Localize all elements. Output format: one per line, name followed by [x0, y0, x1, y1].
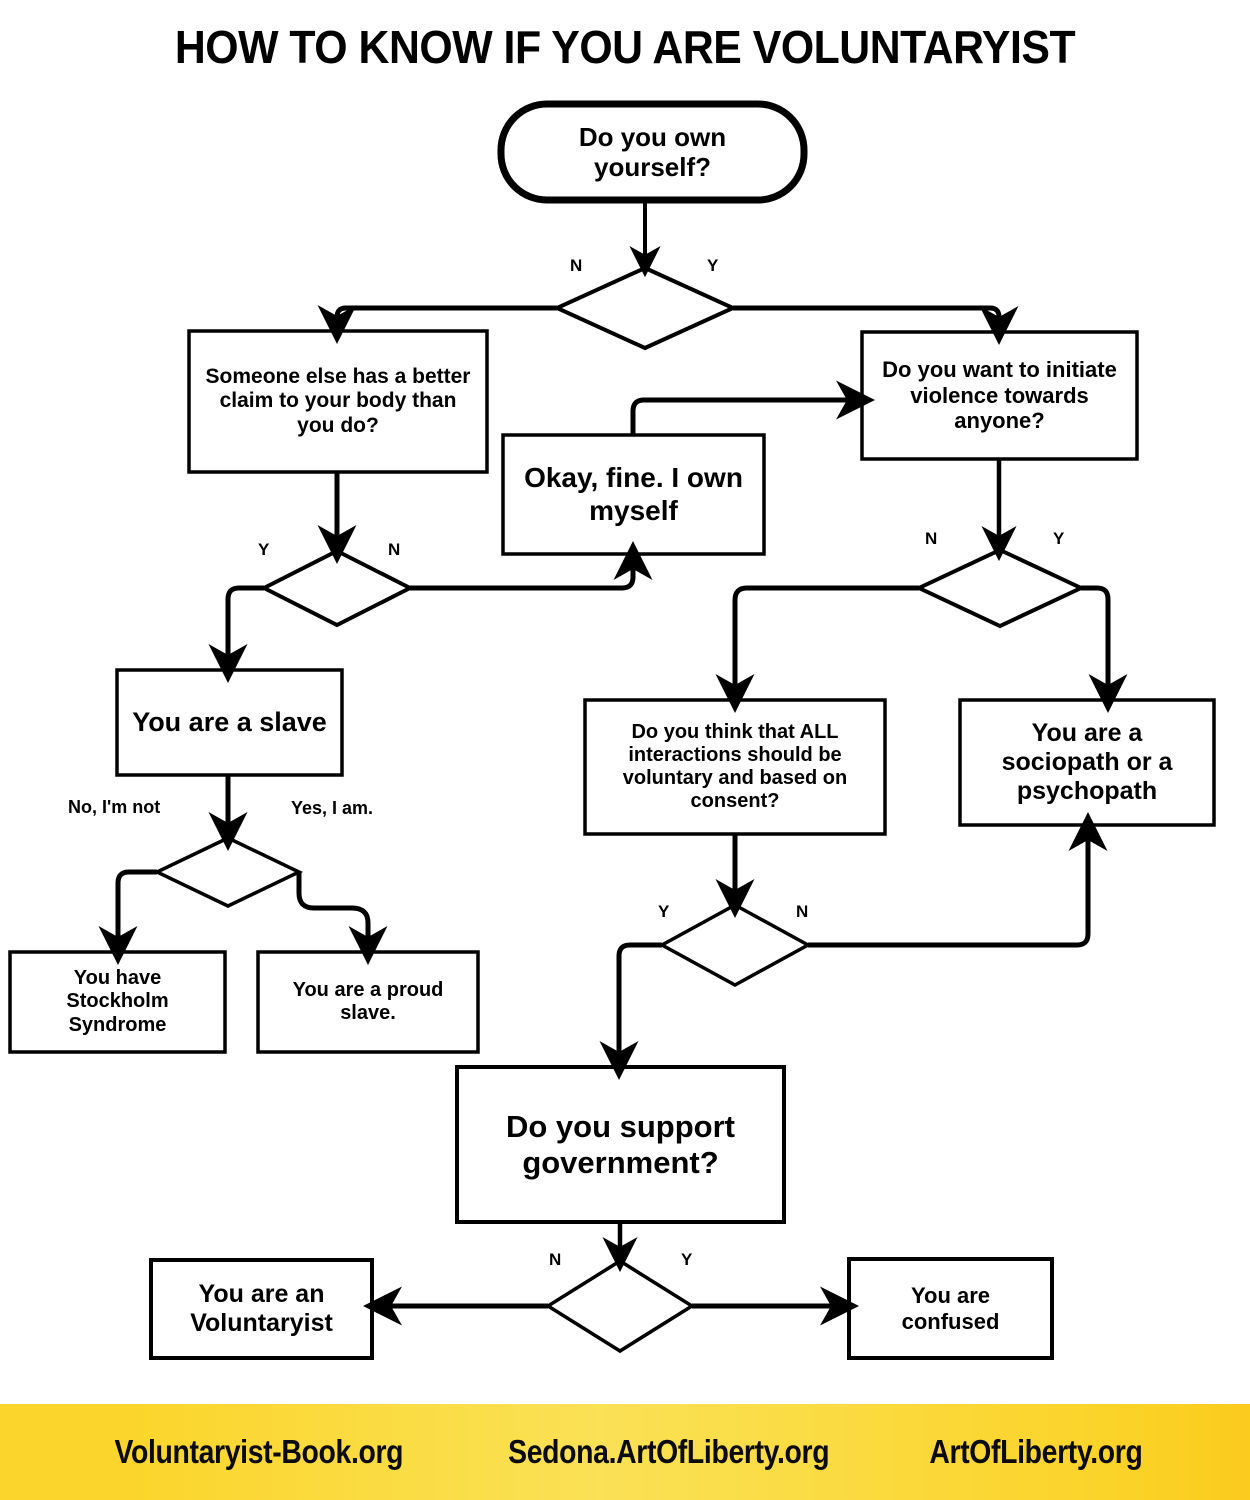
- edge-d1-better-claim: [317, 304, 557, 344]
- decision-d5-shape: [658, 903, 812, 987]
- edge-d4-proud-slave: [296, 872, 388, 965]
- decision-d2-shape: [259, 548, 415, 628]
- decision-d1-shape: [552, 265, 738, 351]
- edge-d2-slave: [208, 585, 264, 683]
- decision-d6-shape: [544, 1258, 696, 1354]
- decision-d4-shape: [152, 836, 304, 908]
- node-voluntaryist-shape: [149, 1258, 374, 1360]
- node-okay-fine-shape: [501, 433, 766, 556]
- node-better-claim-shape: [187, 329, 489, 474]
- edge-d3-sociopath: [1081, 585, 1128, 713]
- edge-d2-okay-fine: [410, 541, 653, 591]
- page-title: HOW TO KNOW IF YOU ARE VOLUNTARYIST: [174, 21, 1076, 73]
- node-proud-slave-shape: [256, 950, 480, 1054]
- edge-okay-fine-violence: [630, 380, 875, 435]
- edge-d3-consent: [715, 585, 919, 713]
- node-stockholm-shape: [8, 950, 227, 1054]
- footer-link-sedona-artofliberty[interactable]: Sedona.ArtOfLiberty.org: [508, 1433, 830, 1470]
- footer-bar: Voluntaryist-Book.org Sedona.ArtOfLibert…: [0, 1404, 1250, 1500]
- edge-d5-sociopath: [808, 812, 1108, 948]
- node-consent-shape: [583, 698, 887, 836]
- edge-d5-government: [599, 942, 662, 1080]
- edge-d4-stockholm: [98, 869, 157, 965]
- edge-d1-violence: [733, 305, 1019, 345]
- node-slave-shape: [115, 668, 344, 777]
- footer-links: Voluntaryist-Book.org Sedona.ArtOfLibert…: [0, 1404, 1250, 1500]
- node-sociopath-shape: [958, 698, 1216, 827]
- node-violence-shape: [860, 330, 1139, 461]
- node-confused-shape: [847, 1257, 1054, 1360]
- footer-link-voluntaryist-book[interactable]: Voluntaryist-Book.org: [114, 1433, 403, 1470]
- decision-d3-shape: [914, 547, 1086, 629]
- footer-link-artofliberty[interactable]: ArtOfLiberty.org: [928, 1433, 1143, 1470]
- node-government-shape: [455, 1065, 786, 1224]
- node-start-shape: [497, 100, 808, 204]
